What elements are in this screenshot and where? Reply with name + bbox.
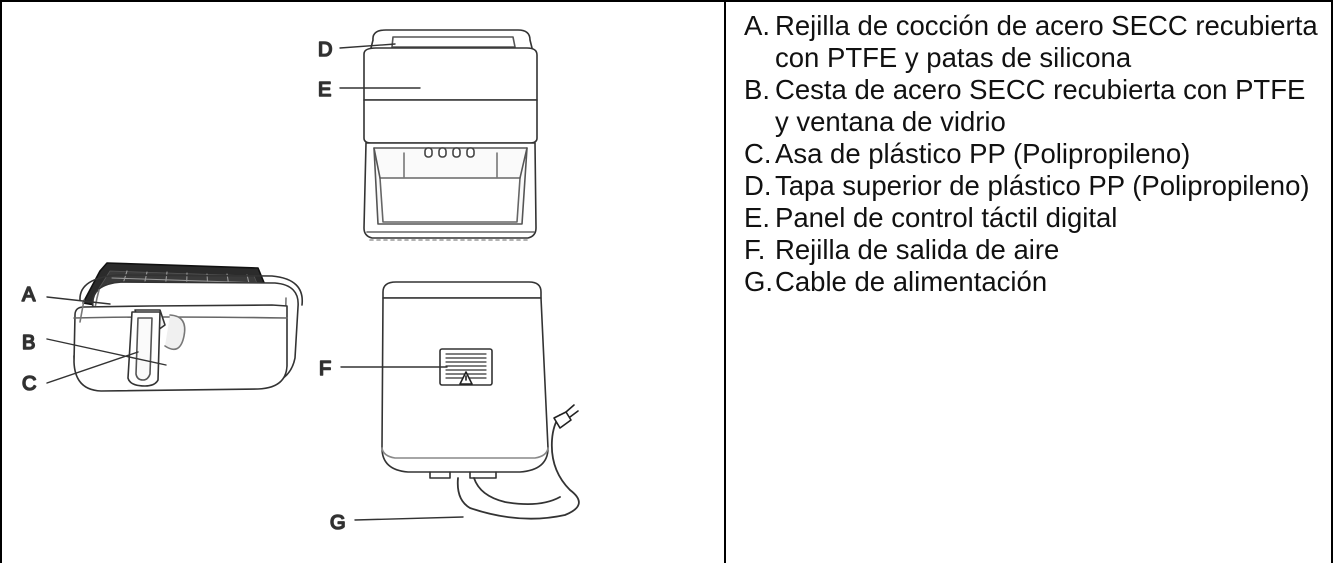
- top-border: [0, 0, 1333, 2]
- legend-item-C: C.Asa de plástico PP (Polipropileno): [744, 138, 1324, 170]
- column-divider: [724, 0, 726, 563]
- leader-lines: [46, 43, 464, 521]
- legend-letter: A.: [744, 10, 770, 41]
- legend-letter: B.: [744, 74, 770, 105]
- legend-item-G: G.Cable de alimentación: [744, 266, 1324, 298]
- basket: [73, 274, 303, 392]
- legend-text: Tapa superior de plástico PP (Polipropil…: [775, 170, 1310, 201]
- label-E: E: [318, 79, 331, 101]
- main-unit-back: [381, 281, 580, 520]
- legend-text: Rejilla de cocción de acero SECC recubie…: [775, 10, 1318, 73]
- legend-text: Cesta de acero SECC recubierta con PTFE …: [775, 74, 1306, 137]
- legend-item-B: B.Cesta de acero SECC recubierta con PTF…: [744, 74, 1324, 138]
- main-unit-front: [363, 29, 538, 241]
- legend-text: Panel de control táctil digital: [775, 202, 1118, 233]
- legend-letter: E.: [744, 202, 770, 233]
- parts-legend: A.Rejilla de cocción de acero SECC recub…: [744, 10, 1324, 298]
- legend-letter: C.: [744, 138, 772, 169]
- label-A: A: [22, 284, 36, 306]
- right-border: [1331, 0, 1333, 563]
- legend-letter: G.: [744, 266, 774, 297]
- legend-letter: D.: [744, 170, 772, 201]
- label-G: G: [330, 512, 346, 534]
- legend-letter: F.: [744, 234, 766, 265]
- label-B: B: [22, 332, 35, 354]
- legend-text: Rejilla de salida de aire: [775, 234, 1060, 265]
- legend-item-A: A.Rejilla de cocción de acero SECC recub…: [744, 10, 1324, 74]
- legend-text: Asa de plástico PP (Polipropileno): [775, 138, 1191, 169]
- label-F: F: [319, 358, 331, 380]
- legend-item-F: F. Rejilla de salida de aire: [744, 234, 1324, 266]
- air-fryer-diagram: A B C D E F G: [21, 29, 580, 535]
- diagram-svg: A B C D E F G: [21, 29, 580, 535]
- label-D: D: [318, 39, 332, 61]
- legend-text: Cable de alimentación: [775, 266, 1048, 297]
- label-C: C: [22, 373, 36, 395]
- legend-item-D: D.Tapa superior de plástico PP (Poliprop…: [744, 170, 1324, 202]
- legend-item-E: E.Panel de control táctil digital: [744, 202, 1324, 234]
- left-border: [0, 0, 2, 563]
